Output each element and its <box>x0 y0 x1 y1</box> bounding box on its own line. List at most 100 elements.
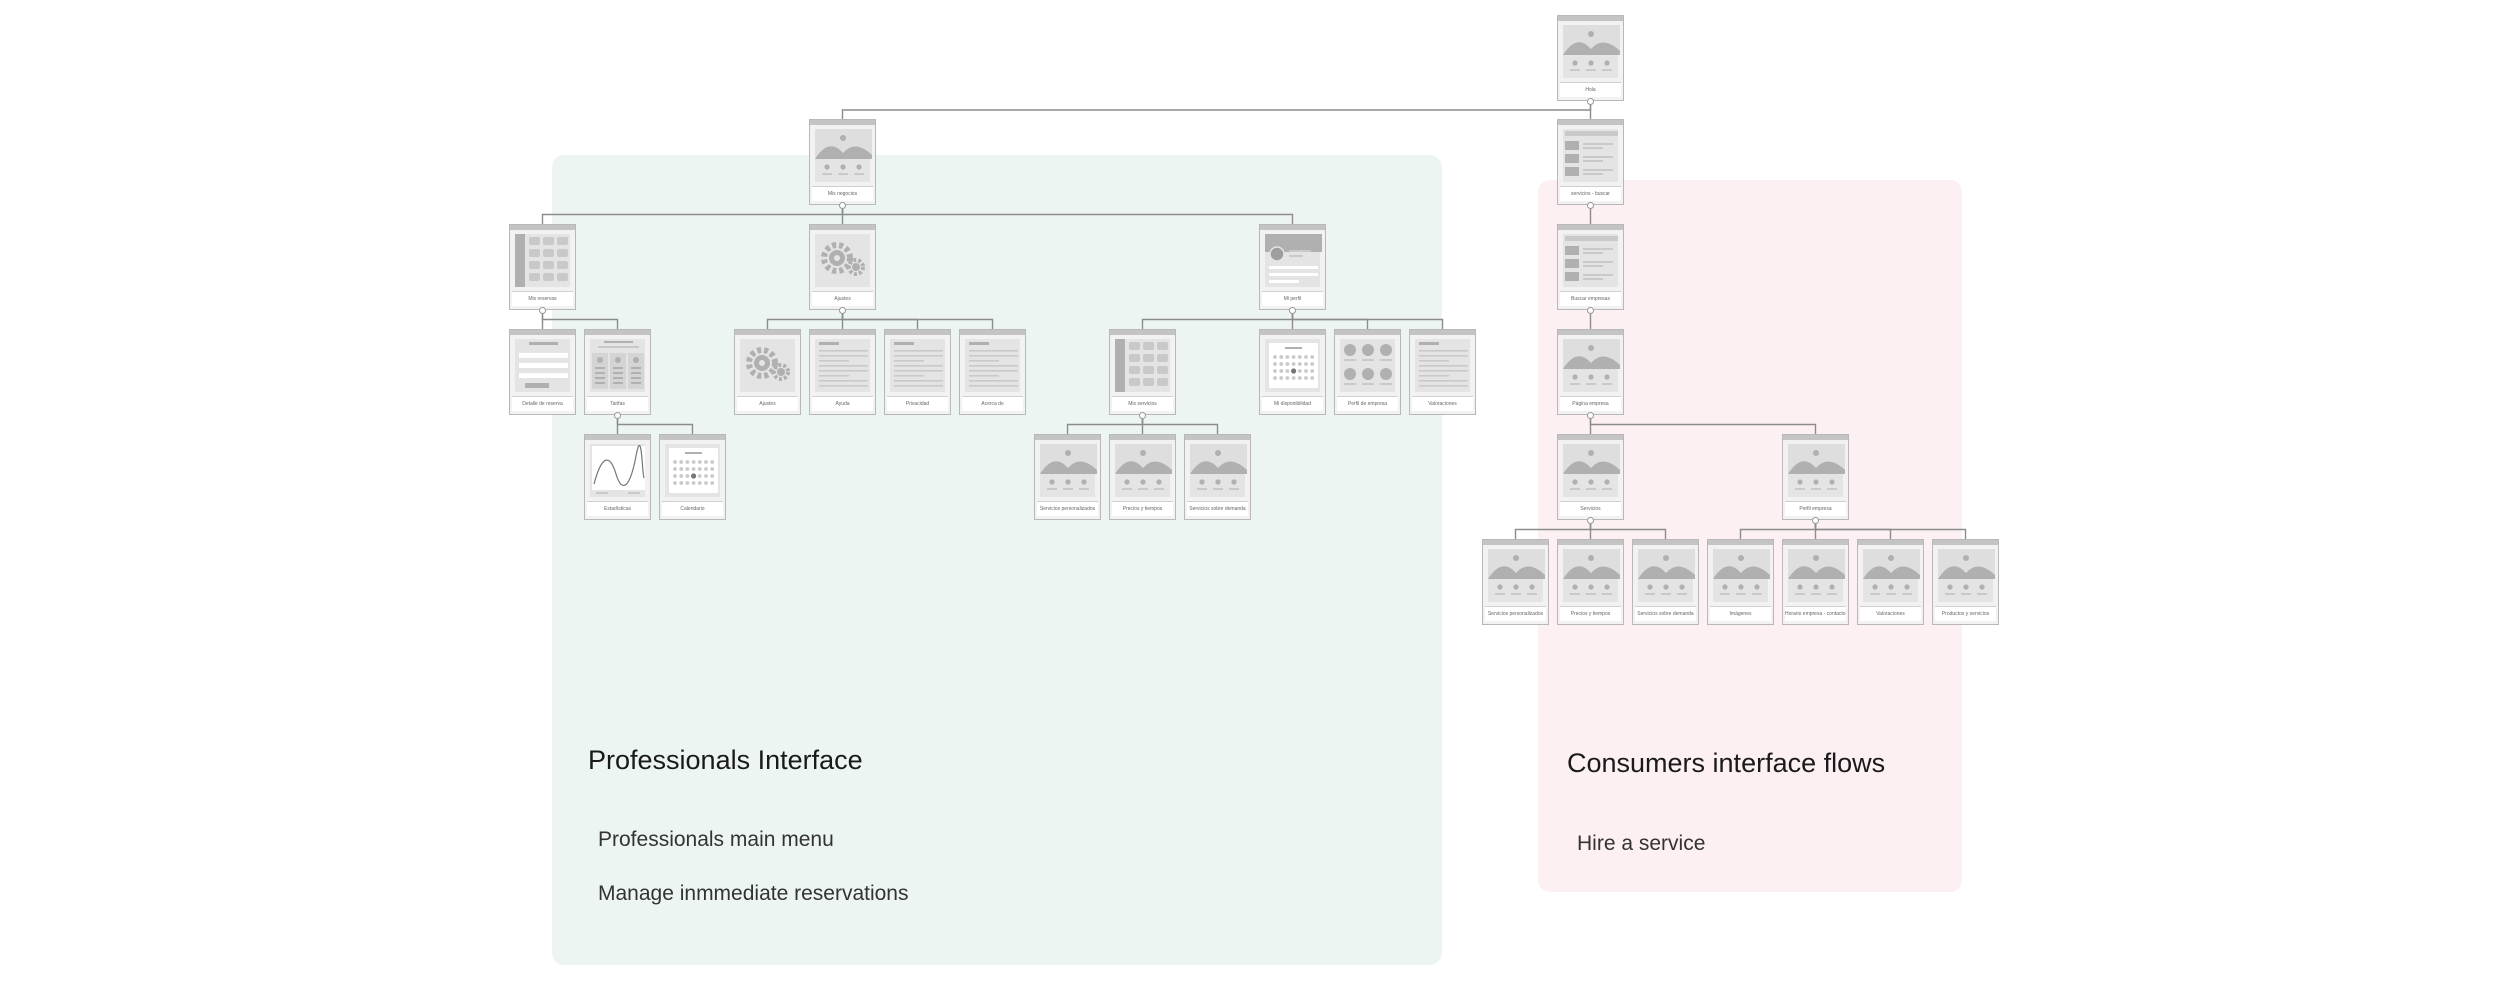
screen-con-c[interactable]: Servicios sobre demanda <box>1632 539 1699 625</box>
screen-label: Ayuda <box>812 396 873 411</box>
screen-con-services[interactable]: Servicios <box>1557 434 1624 520</box>
connector-prof-services-svc-a <box>1066 415 1144 434</box>
screen-top-bar <box>1558 225 1623 230</box>
screen-home[interactable]: Hola <box>1557 15 1624 101</box>
flow-manage-immediate-reservations[interactable]: Manage inmmediate reservations <box>598 882 909 905</box>
screen-res-table[interactable]: Tarifas <box>584 329 651 415</box>
screen-set-help[interactable]: Ayuda <box>809 329 876 415</box>
screen-con-g[interactable]: Productos y servicios <box>1932 539 1999 625</box>
screen-settings[interactable]: Ajustes <box>809 224 876 310</box>
screen-label: Ajustes <box>737 396 798 411</box>
screen-top-bar <box>1035 435 1100 440</box>
screen-label: Perfil de empresa <box>1337 396 1398 411</box>
text-thumbnail <box>815 339 870 392</box>
screen-set-about[interactable]: Acerca de <box>959 329 1026 415</box>
screen-top-bar <box>510 225 575 230</box>
screen-con-f[interactable]: Valoraciones <box>1857 539 1924 625</box>
screen-top-bar <box>1185 435 1250 440</box>
screen-top-bar <box>1858 540 1923 545</box>
screen-svc-a[interactable]: Servicios personalizados <box>1034 434 1101 520</box>
screen-con-profile[interactable]: Perfil empresa <box>1782 434 1849 520</box>
screen-svc-c[interactable]: Servicios sobre demanda <box>1184 434 1251 520</box>
calendar-thumbnail <box>1265 339 1320 392</box>
screen-prof-public[interactable]: Perfil de empresa <box>1334 329 1401 415</box>
screen-con-e[interactable]: Horario empresa - contacto empresa <box>1782 539 1849 625</box>
connector-con-company-con-profile <box>1589 415 1817 434</box>
screen-label: Mi perfil <box>1262 291 1323 306</box>
screen-label: Imágenes <box>1710 606 1771 621</box>
connector-settings-set-about <box>841 310 994 329</box>
screen-con-d[interactable]: Imágenes <box>1707 539 1774 625</box>
screen-top-bar <box>510 330 575 335</box>
text-thumbnail <box>890 339 945 392</box>
text-thumbnail <box>1415 339 1470 392</box>
screen-top-bar <box>1783 435 1848 440</box>
photo-thumbnail <box>1938 549 1995 602</box>
screen-label: servicios - buscar <box>1560 186 1621 201</box>
screen-top-bar <box>810 330 875 335</box>
connector-pro-main-profile <box>841 205 1294 224</box>
screen-pro-main[interactable]: Mis negocios <box>809 119 876 205</box>
screen-prof-calendar[interactable]: Mi disponibilidad <box>1259 329 1326 415</box>
connector-con-services-con-a <box>1514 520 1592 539</box>
screen-top-bar <box>1260 225 1325 230</box>
screen-top-bar <box>810 225 875 230</box>
photo-thumbnail <box>1863 549 1920 602</box>
gear-thumbnail <box>740 339 795 392</box>
photo-thumbnail <box>1638 549 1695 602</box>
screen-res-detail[interactable]: Detalle de reserva <box>509 329 576 415</box>
screen-svc-b[interactable]: Precios y tiempos <box>1109 434 1176 520</box>
screen-top-bar <box>585 435 650 440</box>
screen-set-privacy[interactable]: Privacidad <box>884 329 951 415</box>
photo-thumbnail <box>1563 444 1620 497</box>
screen-prof-help[interactable]: Valoraciones <box>1409 329 1476 415</box>
connector-settings-set-gear <box>766 310 844 329</box>
connector-reservations-res-table <box>541 310 619 329</box>
screen-con-company[interactable]: Página empresa <box>1557 329 1624 415</box>
screen-top-bar <box>1558 435 1623 440</box>
screen-label: Acerca de <box>962 396 1023 411</box>
flow-hire-a-service[interactable]: Hire a service <box>1577 832 1706 855</box>
screen-set-gear[interactable]: Ajustes <box>734 329 801 415</box>
photo-thumbnail <box>1563 25 1620 78</box>
screen-top-bar <box>1483 540 1548 545</box>
connector-res-table-calendar <box>616 415 694 434</box>
table-thumbnail <box>590 339 645 392</box>
screen-top-bar <box>1335 330 1400 335</box>
screen-label: Mis negocios <box>812 186 873 201</box>
connector-node <box>539 306 546 314</box>
screen-label: Servicios personalizados <box>1485 606 1546 621</box>
list-thumbnail <box>1563 129 1618 182</box>
calendar-thumbnail <box>665 444 720 497</box>
chart-thumbnail <box>590 444 645 497</box>
connector-con-profile-con-g <box>1814 520 1967 539</box>
screen-top-bar <box>1783 540 1848 545</box>
screen-label: Valoraciones <box>1860 606 1921 621</box>
screen-top-bar <box>1558 16 1623 21</box>
photo-thumbnail <box>1190 444 1247 497</box>
screen-calendar[interactable]: Calendario <box>659 434 726 520</box>
flow-professionals-main-menu[interactable]: Professionals main menu <box>598 828 834 851</box>
screen-con-results[interactable]: Buscar empresas <box>1557 224 1624 310</box>
screen-con-a[interactable]: Servicios personalizados <box>1482 539 1549 625</box>
screen-stats[interactable]: Estadísticas <box>584 434 651 520</box>
screen-con-search[interactable]: servicios - buscar <box>1557 119 1624 205</box>
screen-label: Hola <box>1560 82 1621 97</box>
screen-label: Servicios sobre demanda <box>1635 606 1696 621</box>
screen-con-b[interactable]: Precios y tiempos <box>1557 539 1624 625</box>
screen-top-bar <box>810 120 875 125</box>
photo-thumbnail <box>1788 444 1845 497</box>
screen-label: Servicios personalizados <box>1037 501 1098 516</box>
grid-thumbnail <box>515 234 570 287</box>
photo-thumbnail <box>1040 444 1097 497</box>
connector-profile-prof-services <box>1141 310 1294 329</box>
screen-top-bar <box>1558 330 1623 335</box>
profile-thumbnail <box>1265 234 1322 287</box>
screen-profile[interactable]: Mi perfil <box>1259 224 1326 310</box>
screen-prof-services[interactable]: Mis servicios <box>1109 329 1176 415</box>
screen-label: Servicios sobre demanda <box>1187 501 1248 516</box>
gear-thumbnail <box>815 234 870 287</box>
screen-reservations[interactable]: Mis reservas <box>509 224 576 310</box>
connector-node <box>1587 411 1594 419</box>
